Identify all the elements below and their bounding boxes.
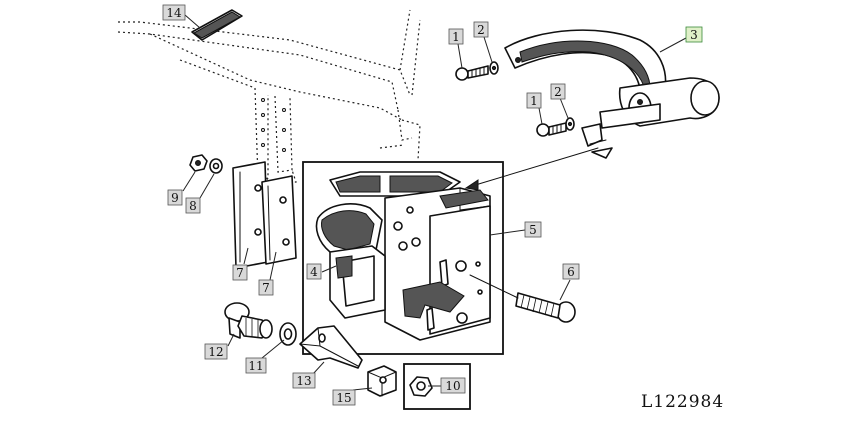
callout-label: 2 xyxy=(477,23,485,37)
callout-3: 3 xyxy=(685,26,703,43)
callout-1-lower: 1 xyxy=(526,92,542,109)
callout-label: 7 xyxy=(236,266,244,280)
callout-label: 14 xyxy=(166,6,182,20)
callout-label: 13 xyxy=(296,374,311,388)
callout-label: 12 xyxy=(208,345,223,359)
callout-4: 4 xyxy=(306,263,322,280)
cab-frame-structure xyxy=(117,9,421,189)
callout-label: 5 xyxy=(529,223,537,237)
callout-9: 9 xyxy=(167,189,183,206)
callout-label: 7 xyxy=(262,281,270,295)
callout-11: 11 xyxy=(245,357,267,374)
part-5-lock-body xyxy=(329,171,491,341)
part-7-plate-back xyxy=(232,161,269,269)
part-7-plate-front xyxy=(261,175,297,265)
callout-15: 15 xyxy=(332,389,356,406)
callout-1-upper: 1 xyxy=(448,28,464,45)
callout-label: 10 xyxy=(445,379,460,393)
callout-14: 14 xyxy=(162,4,186,21)
screws-1-lower xyxy=(536,117,575,137)
callout-label: 4 xyxy=(310,265,318,279)
callout-label: 15 xyxy=(336,391,351,405)
part-14-pad xyxy=(191,9,243,41)
callout-label: 8 xyxy=(189,199,197,213)
callout-6: 6 xyxy=(562,263,580,280)
callout-2-lower: 2 xyxy=(550,83,566,100)
callout-5: 5 xyxy=(524,221,542,238)
callout-8: 8 xyxy=(185,197,201,214)
part-4-latch xyxy=(315,203,386,319)
leader-lines xyxy=(182,14,687,391)
callout-13: 13 xyxy=(292,372,316,389)
callout-7-front: 7 xyxy=(258,279,274,296)
callout-label: 9 xyxy=(171,191,179,205)
lock-assembly-frame xyxy=(302,161,504,355)
callout-2-upper: 2 xyxy=(473,21,489,38)
parts-9-8-nut-washer xyxy=(189,154,223,174)
drawing-reference: L122984 xyxy=(641,392,724,412)
assembly-arrow xyxy=(464,147,599,191)
callout-label: 3 xyxy=(690,28,698,42)
callout-label: 6 xyxy=(567,265,575,279)
callout-label: 1 xyxy=(530,94,538,108)
callout-label: 11 xyxy=(248,359,263,373)
part-11-washer xyxy=(279,322,297,346)
callout-label: 1 xyxy=(452,30,460,44)
part-12-striker-bolt xyxy=(224,302,273,339)
part-13-bracket xyxy=(299,325,363,369)
part-3-handle xyxy=(504,29,720,159)
callout-10: 10 xyxy=(440,377,466,394)
part-15-clip-nut xyxy=(367,365,397,397)
callout-label: 2 xyxy=(554,85,562,99)
callout-7-back: 7 xyxy=(232,264,248,281)
part-10-nut-box xyxy=(403,363,471,410)
part-6-bolt xyxy=(469,274,576,323)
callout-12: 12 xyxy=(204,343,228,360)
screws-1-upper xyxy=(455,61,499,81)
